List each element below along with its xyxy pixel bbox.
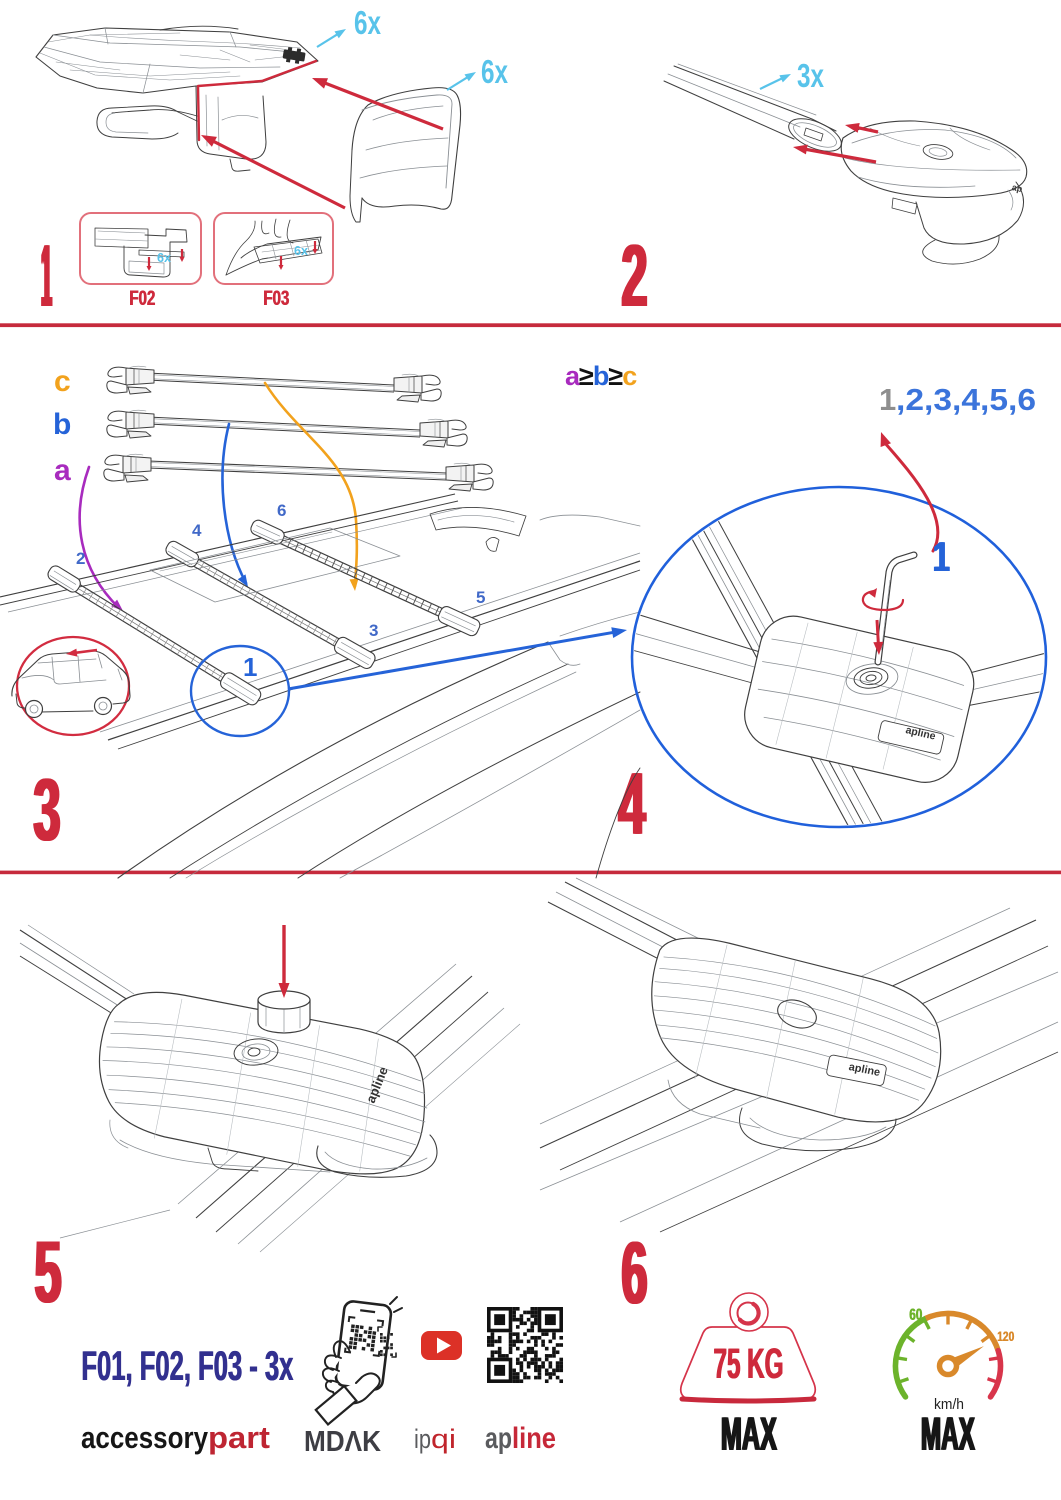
svg-text:F02: F02 [130, 287, 156, 310]
svg-text:km/h: km/h [934, 1396, 964, 1413]
svg-text:c: c [54, 365, 71, 398]
svg-text:3: 3 [35, 760, 62, 859]
svg-text:part: part [208, 1420, 270, 1455]
svg-text:line: line [512, 1422, 556, 1455]
svg-text:6: 6 [621, 1223, 647, 1322]
svg-text:MAX: MAX [721, 1407, 777, 1460]
svg-text:5: 5 [34, 1222, 61, 1321]
svg-text:ip: ip [414, 1424, 431, 1454]
svg-text:F01, F02, F03 - 3x: F01, F02, F03 - 3x [82, 1342, 294, 1389]
svg-text:75 KG: 75 KG [713, 1340, 783, 1388]
svg-text:a≥b≥c: a≥b≥c [565, 361, 637, 391]
svg-text:5: 5 [35, 1222, 62, 1321]
svg-text:1: 1 [879, 382, 896, 417]
svg-text:ap: ap [1011, 182, 1024, 194]
svg-text:4: 4 [192, 521, 202, 540]
svg-text:1: 1 [41, 226, 51, 325]
svg-text:1: 1 [243, 652, 257, 682]
svg-text:6x: 6x [354, 4, 381, 41]
svg-text:MAX: MAX [920, 1407, 974, 1460]
svg-text:6x: 6x [157, 250, 172, 265]
svg-text:4: 4 [619, 754, 646, 853]
svg-text:MDΛK: MDΛK [304, 1426, 381, 1458]
svg-text:2: 2 [76, 549, 85, 568]
svg-text:5: 5 [33, 1222, 60, 1321]
svg-text:,2,3,4,5,6: ,2,3,4,5,6 [896, 382, 1036, 417]
svg-text:2: 2 [621, 226, 647, 325]
svg-text:120: 120 [997, 1329, 1014, 1344]
svg-text:3: 3 [33, 760, 60, 859]
svg-text:1: 1 [43, 226, 53, 325]
svg-text:F03: F03 [263, 287, 289, 310]
svg-text:4: 4 [620, 754, 647, 853]
svg-text:3x: 3x [797, 57, 824, 94]
svg-text:accessory: accessory [81, 1420, 209, 1455]
svg-text:6: 6 [622, 1223, 648, 1322]
svg-text:F02: F02 [129, 287, 155, 310]
svg-text:6x: 6x [294, 243, 309, 258]
svg-text:6: 6 [620, 1223, 646, 1322]
svg-text:2: 2 [620, 226, 646, 325]
svg-text:MAX: MAX [921, 1407, 975, 1460]
svg-text:apline: apline [848, 1061, 882, 1079]
svg-text:1: 1 [934, 533, 951, 580]
svg-text:1: 1 [932, 533, 949, 580]
svg-text:MAX: MAX [722, 1407, 778, 1460]
svg-text:ap: ap [485, 1422, 512, 1455]
svg-text:60: 60 [909, 1305, 922, 1324]
svg-text:3: 3 [369, 621, 378, 640]
svg-text:b: b [53, 408, 71, 441]
svg-text:4: 4 [618, 754, 645, 853]
svg-text:MAX: MAX [720, 1407, 776, 1460]
svg-text:5: 5 [476, 588, 485, 607]
svg-text:a: a [54, 454, 71, 487]
svg-text:1: 1 [40, 226, 50, 325]
svg-text:qi: qi [431, 1424, 456, 1454]
svg-text:2: 2 [622, 226, 648, 325]
svg-text:6x: 6x [481, 53, 508, 90]
svg-text:120: 120 [998, 1329, 1015, 1344]
svg-text:3: 3 [34, 760, 61, 859]
svg-text:F03: F03 [264, 287, 290, 310]
svg-text:1: 1 [42, 226, 52, 325]
svg-text:6: 6 [623, 1223, 649, 1322]
svg-text:5: 5 [36, 1222, 63, 1321]
svg-text:MAX: MAX [922, 1407, 976, 1460]
svg-text:6: 6 [277, 501, 286, 520]
svg-text:75 KG: 75 KG [714, 1340, 784, 1388]
svg-text:F01, F02, F03 - 3x: F01, F02, F03 - 3x [81, 1342, 293, 1389]
svg-text:60: 60 [910, 1305, 923, 1324]
svg-text:1: 1 [933, 533, 950, 580]
svg-text:2: 2 [623, 226, 649, 325]
svg-text:3: 3 [32, 760, 59, 859]
